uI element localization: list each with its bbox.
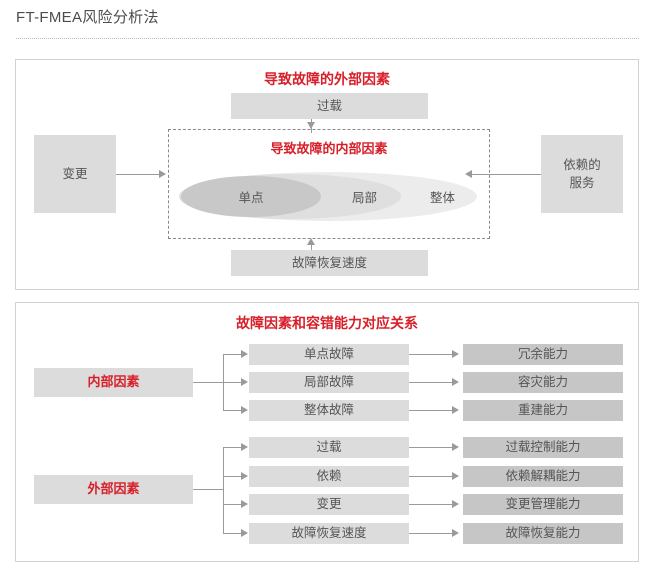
arrowhead-dependency-left <box>465 170 472 178</box>
arrowhead-overload-down <box>307 122 315 129</box>
arrowhead-external-row3 <box>241 500 248 508</box>
connector-cap-external-row1 <box>409 447 453 448</box>
failure-box-recovery-speed[interactable]: 故障恢复速度 <box>249 523 409 544</box>
page-title: FT-FMEA风险分析法 <box>16 9 159 26</box>
internal-factor-label-box[interactable]: 内部因素 <box>34 368 193 397</box>
connector-cap-external-row2 <box>409 476 453 477</box>
capability-box-overload-control[interactable]: 过载控制能力 <box>463 437 623 458</box>
panel1-title: 导致故障的外部因素 <box>264 71 390 87</box>
arrowhead-cap-internal-row3 <box>452 406 459 414</box>
panel-factor-capability-mapping: 故障因素和容错能力对应关系 内部因素 单点故障 冗余能力 局部故障 容灾能力 整… <box>15 302 639 562</box>
arrowhead-external-row2 <box>241 472 248 480</box>
connector-external-row3 <box>223 504 242 505</box>
connector-dependency-left <box>472 174 541 175</box>
internal-factors-title: 导致故障的内部因素 <box>270 141 388 156</box>
arrowhead-internal-row1 <box>241 350 248 358</box>
connector-external-bus <box>223 447 224 533</box>
arrowhead-internal-row3 <box>241 406 248 414</box>
arrowhead-cap-external-row4 <box>452 529 459 537</box>
failure-box-single-point[interactable]: 单点故障 <box>249 344 409 365</box>
connector-external-row2 <box>223 476 242 477</box>
connector-external-row4 <box>223 533 242 534</box>
external-factor-label-box[interactable]: 外部因素 <box>34 475 193 504</box>
connector-internal-row3 <box>223 410 242 411</box>
ellipse-whole-label: 整体 <box>429 191 455 205</box>
panel-failure-factors: 导致故障的外部因素 过载 变更 依赖的 服务 导致故障的内部因素 整体 局部 单… <box>15 59 639 290</box>
external-factor-change-box[interactable]: 变更 <box>34 135 116 213</box>
failure-box-whole[interactable]: 整体故障 <box>249 400 409 421</box>
panel2-title: 故障因素和容错能力对应关系 <box>236 315 418 331</box>
connector-cap-internal-row3 <box>409 410 453 411</box>
arrowhead-cap-internal-row1 <box>452 350 459 358</box>
failure-box-change[interactable]: 变更 <box>249 494 409 515</box>
arrowhead-recovery-up <box>307 238 315 245</box>
connector-cap-external-row3 <box>409 504 453 505</box>
capability-box-redundancy[interactable]: 冗余能力 <box>463 344 623 365</box>
connector-cap-external-row4 <box>409 533 453 534</box>
arrowhead-internal-row2 <box>241 378 248 386</box>
arrowhead-external-row1 <box>241 443 248 451</box>
connector-external-stem <box>193 489 223 490</box>
capability-box-dependency-decoupling[interactable]: 依赖解耦能力 <box>463 466 623 487</box>
connector-internal-stem <box>193 382 223 383</box>
capability-box-change-management[interactable]: 变更管理能力 <box>463 494 623 515</box>
ellipse-single-point[interactable]: 单点 <box>181 176 321 217</box>
internal-factors-region: 导致故障的内部因素 <box>168 129 490 239</box>
arrowhead-cap-internal-row2 <box>452 378 459 386</box>
failure-box-overload[interactable]: 过载 <box>249 437 409 458</box>
connector-cap-internal-row2 <box>409 382 453 383</box>
failure-box-partial[interactable]: 局部故障 <box>249 372 409 393</box>
title-divider <box>16 38 639 39</box>
ellipse-partial-label: 局部 <box>351 191 377 205</box>
external-factor-recovery-speed-box[interactable]: 故障恢复速度 <box>231 250 428 276</box>
arrowhead-change-right <box>159 170 166 178</box>
ellipse-single-point-label: 单点 <box>238 191 264 205</box>
arrowhead-cap-external-row3 <box>452 500 459 508</box>
capability-box-failure-recovery[interactable]: 故障恢复能力 <box>463 523 623 544</box>
connector-cap-internal-row1 <box>409 354 453 355</box>
connector-change-right <box>116 174 160 175</box>
connector-internal-row1 <box>223 354 242 355</box>
external-factor-dependency-box[interactable]: 依赖的 服务 <box>541 135 623 213</box>
failure-box-dependency[interactable]: 依赖 <box>249 466 409 487</box>
arrowhead-cap-external-row1 <box>452 443 459 451</box>
connector-internal-row2 <box>223 382 242 383</box>
capability-box-disaster-recovery[interactable]: 容灾能力 <box>463 372 623 393</box>
external-factor-overload-box[interactable]: 过载 <box>231 93 428 119</box>
arrowhead-external-row4 <box>241 529 248 537</box>
capability-box-rebuild[interactable]: 重建能力 <box>463 400 623 421</box>
connector-external-row1 <box>223 447 242 448</box>
connector-recovery-up <box>311 242 312 256</box>
arrowhead-cap-external-row2 <box>452 472 459 480</box>
